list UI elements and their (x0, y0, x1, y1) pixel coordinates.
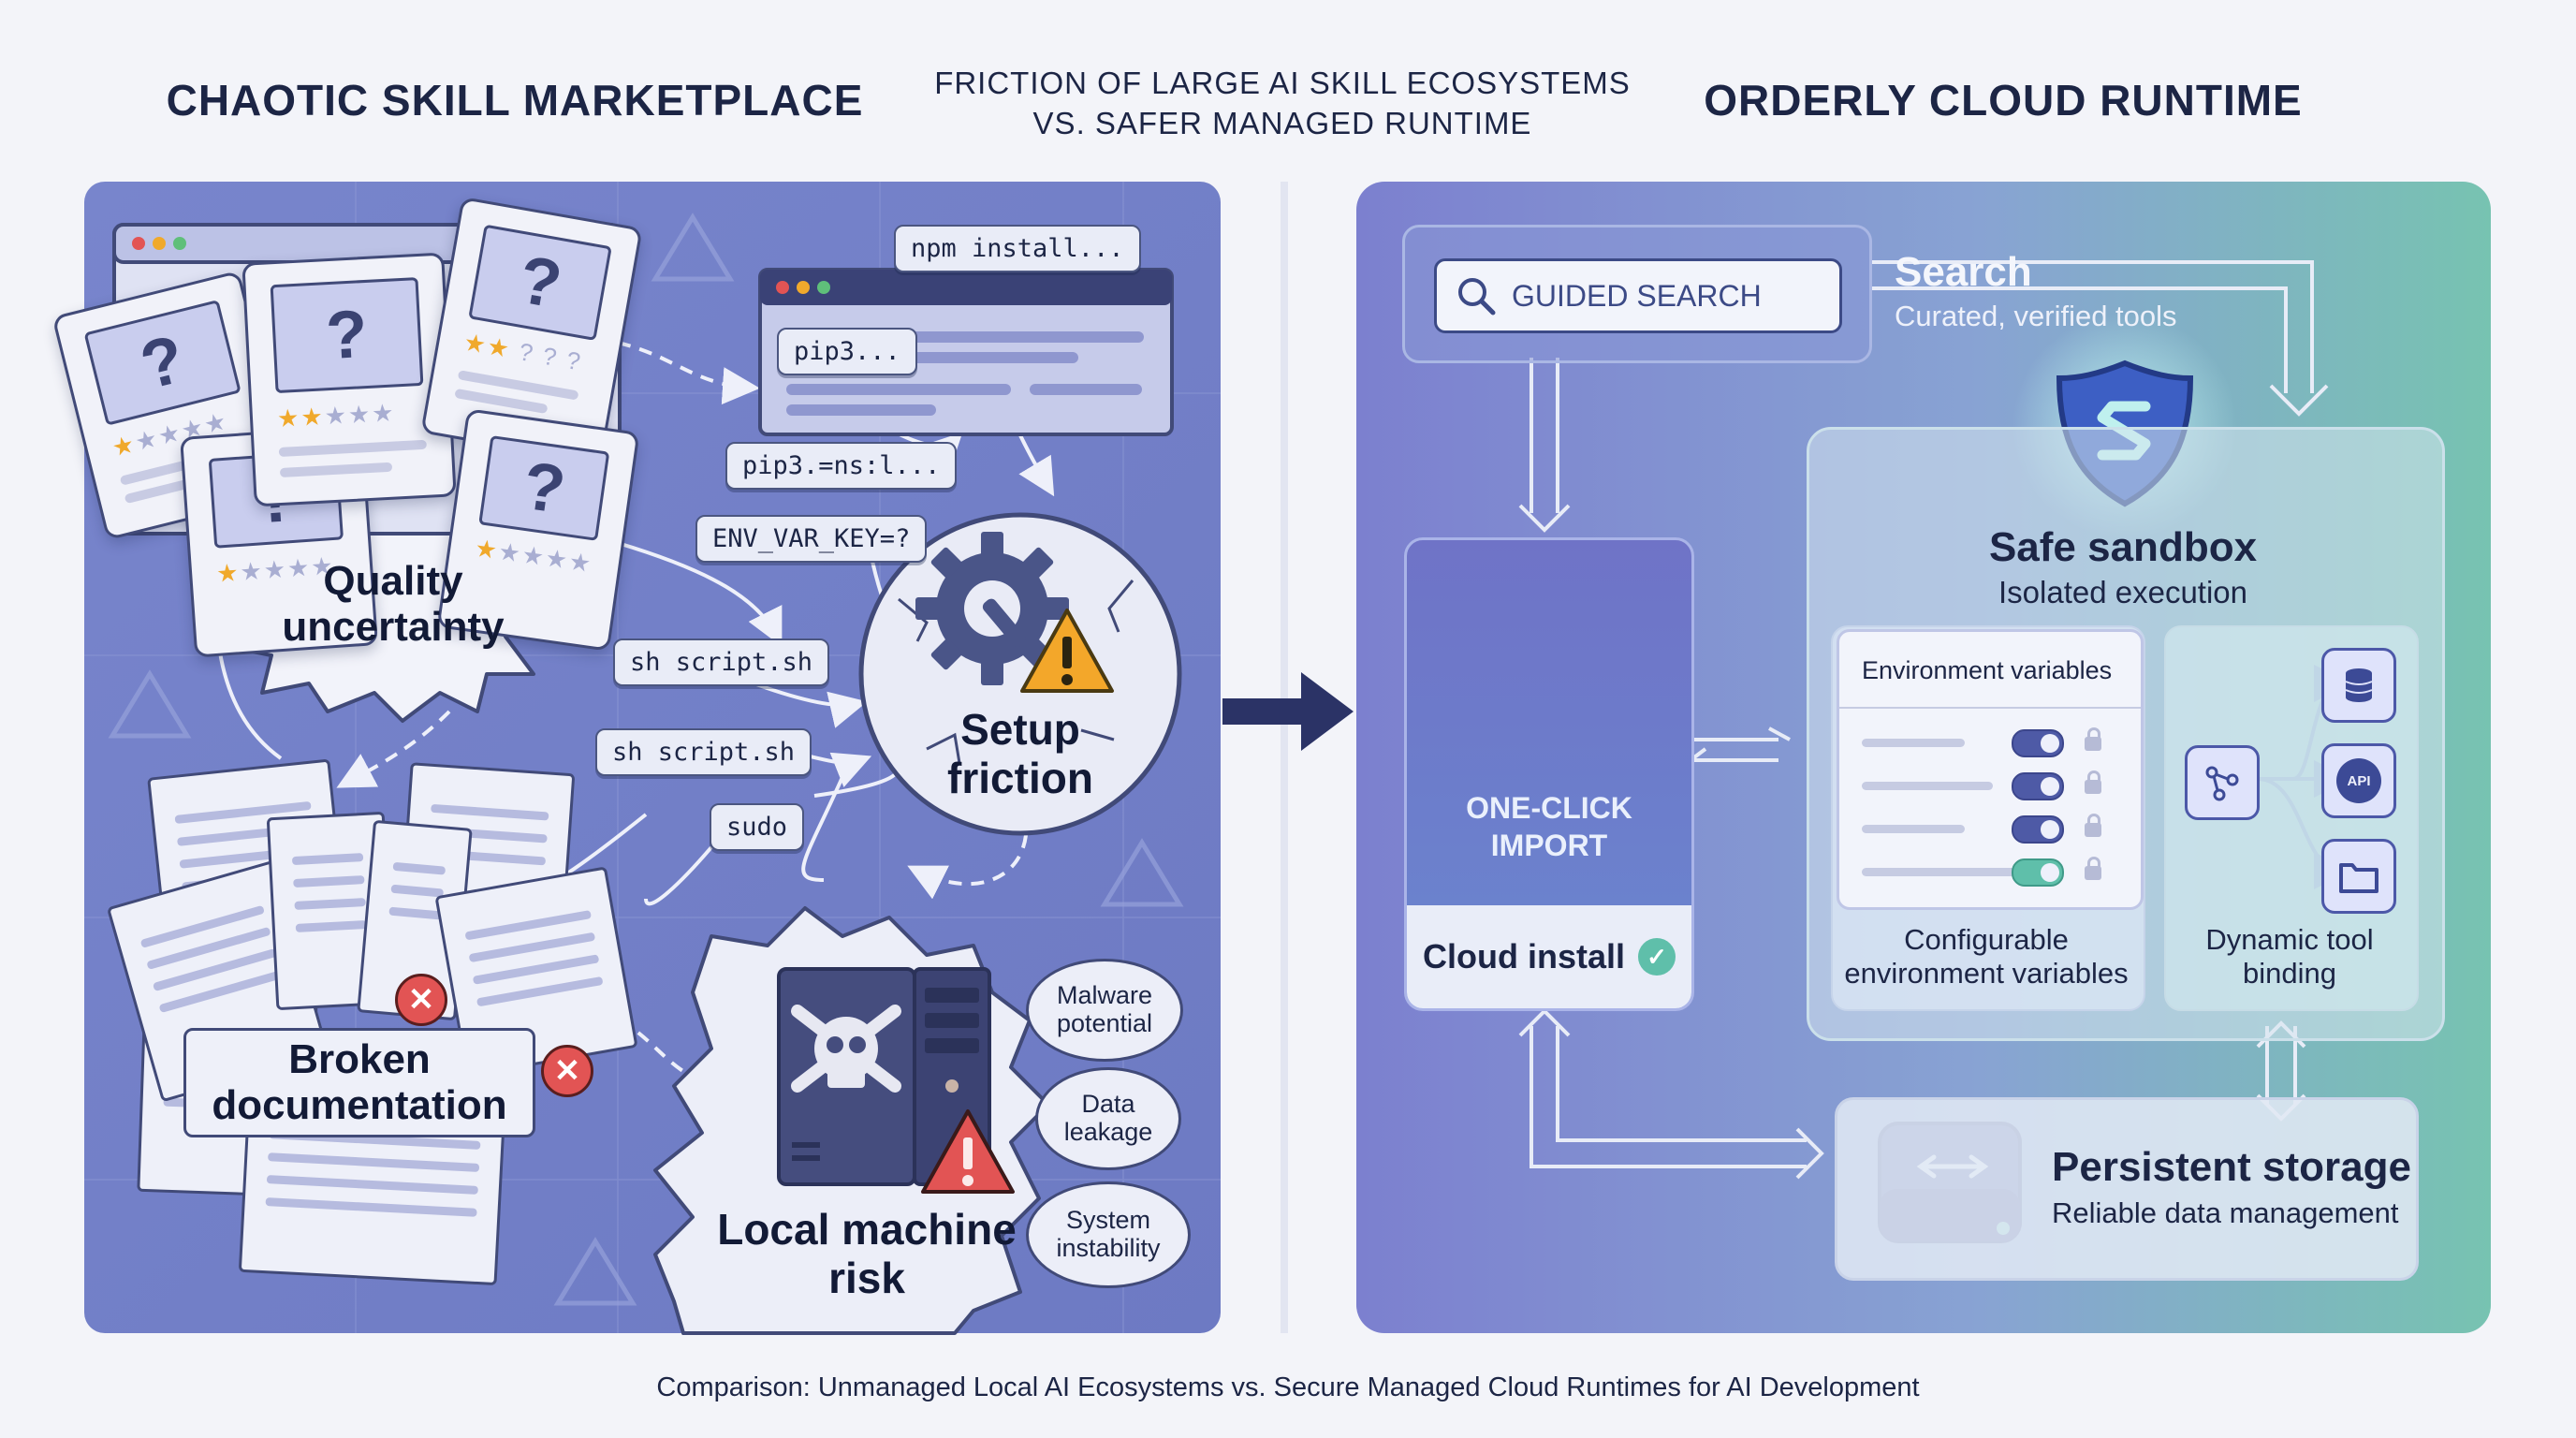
unknown-rating: ? ? ? (517, 337, 585, 376)
right-title: ORDERLY CLOUD RUNTIME (1704, 76, 2303, 125)
check-icon: ✓ (1638, 938, 1676, 976)
left-dashed-connectors (336, 341, 1028, 1101)
lock-icon (2085, 727, 2101, 751)
risk-warning-icon (921, 1109, 1015, 1194)
cloud-install-label: Cloud install (1423, 937, 1625, 976)
center-title-line1: FRICTION OF LARGE AI SKILL ECOSYSTEMS (934, 66, 1631, 100)
guided-search-placeholder: GUIDED SEARCH (1512, 278, 1762, 313)
persistent-storage-panel (1835, 1097, 2419, 1281)
env-var-toggle[interactable] (2012, 815, 2064, 844)
error-x-icon: ✕ (541, 1045, 593, 1097)
cloud-install-bar: Cloud install ✓ (1407, 905, 1691, 1008)
question-mark: ? (270, 277, 424, 394)
safe-sandbox-subtitle: Isolated execution (1998, 575, 2247, 609)
question-mark: ? (478, 434, 610, 541)
skull-icon (791, 1005, 901, 1093)
pip3-command: pip3... (777, 328, 917, 375)
sh-script-command: sh script.sh (613, 638, 830, 686)
warning-icon (1020, 609, 1114, 693)
safe-sandbox-title: Safe sandbox (1988, 524, 2258, 570)
search-icon (1458, 278, 1496, 315)
transition-arrow (1222, 182, 1354, 1333)
skill-card: ? ★★★★★ (242, 252, 457, 507)
guided-search-input[interactable]: GUIDED SEARCH (1434, 258, 1842, 333)
pip3-garbled-command: pip3.=ns:l... (725, 442, 958, 490)
env-var-toggle[interactable] (2012, 729, 2064, 757)
left-title: CHAOTIC SKILL MARKETPLACE (166, 76, 864, 125)
npm-install-command: npm install... (894, 225, 1141, 272)
faint-warning-icons (108, 213, 1184, 1306)
lock-icon (2085, 770, 2101, 794)
tool-hub-icon (2185, 745, 2260, 820)
api-badge: API (2336, 758, 2381, 803)
database-icon[interactable] (2321, 648, 2396, 723)
env-var-toggle[interactable] (2012, 858, 2064, 887)
env-var-toggle[interactable] (2012, 772, 2064, 800)
folder-icon[interactable] (2321, 839, 2396, 914)
error-x-icon: ✕ (395, 974, 447, 1026)
lock-icon (2085, 857, 2101, 880)
env-vars-card-title: Environment variables (1862, 656, 2113, 684)
lock-icon (2085, 814, 2101, 837)
api-icon[interactable]: API (2321, 743, 2396, 818)
persistent-storage-title: Persistent storage (2052, 1144, 2411, 1190)
persistent-storage-subtitle: Reliable data management (2052, 1196, 2399, 1229)
footer-caption: Comparison: Unmanaged Local AI Ecosystem… (656, 1372, 1920, 1402)
sh-script-command-2: sh script.sh (595, 728, 812, 776)
env-vars-card: Environment variables (1837, 629, 2144, 910)
sudo-command: sudo (710, 803, 805, 851)
env-var-command: ENV_VAR_KEY=? (695, 515, 928, 563)
rating-stars: ★★★★★ (276, 398, 397, 433)
search-title: Search (1895, 249, 2032, 295)
center-title-line2: VS. SAFER MANAGED RUNTIME (1032, 106, 1532, 140)
question-mark: ? (468, 224, 612, 341)
search-subtitle: Curated, verified tools (1895, 300, 2177, 332)
